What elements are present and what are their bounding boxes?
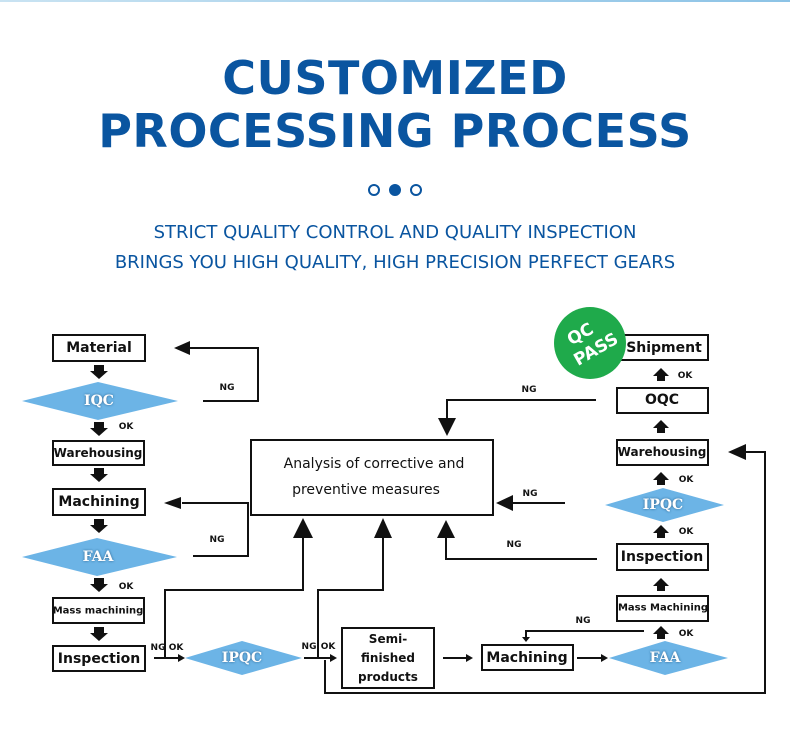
decision-ipqc-right-label: IPQC bbox=[643, 497, 683, 513]
top-accent-line bbox=[0, 0, 790, 2]
arrow-right-icon bbox=[178, 654, 185, 662]
node-semi-line3: products bbox=[358, 670, 418, 684]
node-warehousing-right-label: Warehousing bbox=[618, 445, 707, 459]
node-analysis-line2: preventive measures bbox=[292, 482, 440, 498]
ng-label: NG bbox=[522, 385, 537, 395]
decision-faa-left-label: FAA bbox=[83, 549, 115, 565]
node-shipment-label: Shipment bbox=[626, 340, 702, 356]
node-material: Material bbox=[52, 334, 146, 362]
node-inspection-right: Inspection bbox=[616, 543, 709, 571]
ok-label: OK bbox=[679, 475, 695, 485]
ng-label: NG bbox=[523, 489, 538, 499]
node-inspection-right-label: Inspection bbox=[621, 549, 703, 565]
node-machining-bottom-label: Machining bbox=[486, 650, 567, 666]
arrow-left-icon bbox=[164, 497, 181, 509]
arrow-up-icon bbox=[374, 518, 392, 538]
arrow-up-icon bbox=[653, 525, 669, 538]
arrow-down-icon bbox=[90, 422, 108, 436]
ok-label: OK bbox=[169, 643, 185, 653]
arrow-down-icon bbox=[90, 365, 108, 379]
node-machining-left-label: Machining bbox=[58, 494, 139, 510]
ng-label: NG bbox=[220, 383, 235, 393]
subtitle-line2: BRINGS YOU HIGH QUALITY, HIGH PRECISION … bbox=[114, 252, 676, 273]
decision-ipqc-bottom-label: IPQC bbox=[222, 650, 262, 666]
node-inspection-left-label: Inspection bbox=[58, 651, 140, 667]
arrow-up-icon bbox=[653, 472, 669, 485]
node-shipment: Shipment bbox=[616, 334, 709, 361]
pager-dot-active[interactable] bbox=[389, 184, 401, 196]
page-title-line1: CUSTOMIZED bbox=[222, 51, 568, 105]
node-analysis: Analysis of corrective and preventive me… bbox=[250, 439, 494, 516]
arrow-down-icon bbox=[438, 418, 456, 436]
page-title-line2: PROCESSING PROCESS bbox=[98, 104, 692, 158]
decision-faa-left: FAA bbox=[22, 538, 177, 576]
arrow-right-icon bbox=[330, 654, 337, 662]
arrow-down-icon bbox=[90, 578, 108, 592]
decision-iqc-label: IQC bbox=[84, 393, 114, 409]
node-inspection-left: Inspection bbox=[52, 645, 146, 672]
decision-iqc: IQC bbox=[22, 382, 178, 420]
node-mass-machining-right: Mass Machining bbox=[616, 595, 709, 622]
arrow-left-icon bbox=[496, 495, 513, 511]
decision-ipqc-right: IPQC bbox=[605, 488, 724, 522]
node-warehousing-left-label: Warehousing bbox=[54, 446, 143, 460]
ok-label: OK bbox=[679, 527, 695, 537]
node-semi-finished: Semi- finished products bbox=[341, 627, 435, 689]
arrow-down-icon bbox=[90, 468, 108, 482]
ng-connector-ipqc-bottom bbox=[317, 538, 384, 658]
decision-ipqc-bottom: IPQC bbox=[185, 641, 302, 675]
ok-label: OK bbox=[678, 371, 694, 381]
ng-connector-iqc bbox=[190, 347, 259, 402]
node-material-label: Material bbox=[66, 340, 132, 356]
arrow-down-icon bbox=[90, 627, 108, 641]
arrow-up-icon bbox=[653, 368, 669, 381]
ok-label: OK bbox=[679, 629, 695, 639]
arrow-left-icon bbox=[174, 341, 190, 355]
ng-label: NG bbox=[151, 643, 166, 653]
ok-label: OK bbox=[119, 582, 135, 592]
node-machining-bottom: Machining bbox=[481, 644, 574, 671]
node-warehousing-left: Warehousing bbox=[52, 440, 145, 466]
node-mass-machining-right-label: Mass Machining bbox=[618, 603, 708, 614]
subtitle-line1: STRICT QUALITY CONTROL AND QUALITY INSPE… bbox=[153, 222, 637, 243]
arrow-down-icon bbox=[90, 519, 108, 533]
ng-label: NG bbox=[302, 642, 317, 652]
ng-label: NG bbox=[507, 540, 522, 550]
decision-faa-bottom-label: FAA bbox=[650, 650, 682, 666]
arrow-right-icon bbox=[466, 654, 473, 662]
node-machining-left: Machining bbox=[52, 488, 146, 516]
pager-dots bbox=[0, 184, 790, 196]
arrow-down-icon bbox=[522, 637, 530, 642]
node-mass-machining-left: Mass machining bbox=[52, 597, 145, 624]
arrow-up-icon bbox=[653, 578, 669, 591]
pager-dot[interactable] bbox=[410, 184, 422, 196]
ng-connector-faa-left bbox=[182, 502, 249, 557]
arrow-up-icon bbox=[653, 626, 669, 639]
arrow-up-icon bbox=[437, 520, 455, 538]
ng-connector-inspection-right bbox=[445, 537, 597, 560]
ok-label: OK bbox=[119, 422, 135, 432]
ng-connector-oqc bbox=[446, 399, 596, 418]
ng-label: NG bbox=[210, 535, 225, 545]
arrow-up-icon bbox=[293, 518, 313, 538]
ok-label: OK bbox=[321, 642, 337, 652]
ng-connector-ipqc-left bbox=[164, 538, 304, 658]
pager-dot[interactable] bbox=[368, 184, 380, 196]
node-oqc-label: OQC bbox=[645, 392, 679, 408]
ng-connector-faa-bottom bbox=[525, 630, 644, 639]
ng-label: NG bbox=[576, 616, 591, 626]
node-oqc: OQC bbox=[616, 387, 709, 414]
decision-faa-bottom: FAA bbox=[609, 641, 728, 675]
node-semi-line1: Semi- bbox=[369, 632, 407, 646]
node-semi-line2: finished bbox=[361, 651, 415, 665]
node-analysis-line1: Analysis of corrective and bbox=[284, 456, 465, 472]
node-warehousing-right: Warehousing bbox=[616, 439, 709, 466]
qc-pass-badge: QC PASS bbox=[554, 307, 626, 379]
arrow-left-icon bbox=[728, 444, 746, 460]
arrow-right-icon bbox=[601, 654, 608, 662]
ok-connector-loop bbox=[324, 451, 766, 694]
node-mass-machining-left-label: Mass machining bbox=[53, 606, 144, 617]
arrow-up-icon bbox=[653, 420, 669, 433]
